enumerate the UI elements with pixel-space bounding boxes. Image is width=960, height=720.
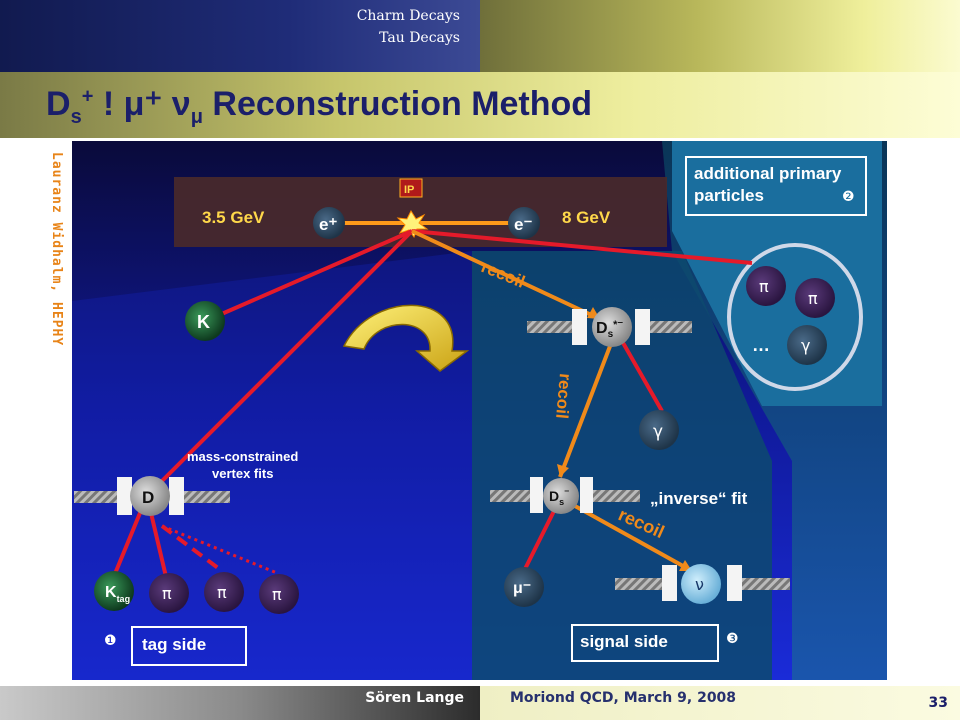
ds-star-plate-left (572, 309, 587, 345)
positron-ball (313, 207, 345, 239)
signal-num-badge: ❸ (726, 631, 739, 647)
ktag-ball (94, 571, 134, 611)
neutrino-label: ν (695, 575, 704, 594)
ds-star-ball (592, 307, 632, 347)
more-particles-dots: … (752, 335, 770, 355)
ip-label: IP (404, 184, 414, 196)
recoil-track-1 (411, 229, 601, 321)
nu-plate-left (662, 565, 677, 601)
tag-pion-3-label: π (272, 585, 282, 604)
section-nav: Charm Decays Tau Decays (357, 5, 460, 49)
additional-label-1: additional primary (694, 164, 842, 183)
track-kaon (216, 229, 413, 318)
conference-name: Moriond QCD, March 9, 2008 (510, 690, 737, 706)
mass-fit-label-1: mass-constrained (187, 449, 298, 464)
beam-energy-left: 3.5 GeV (202, 208, 265, 227)
beam-energy-right: 8 GeV (562, 208, 611, 227)
ds-label: Ds⁻ (549, 488, 569, 507)
ds-star-rod-left (527, 321, 577, 333)
primary-pion-2 (795, 278, 835, 318)
gamma-ball (639, 410, 679, 450)
additional-box (685, 156, 867, 216)
presenter-name: Sören Lange (365, 690, 464, 706)
nu-rod-left (615, 578, 665, 590)
d-ball (130, 476, 170, 516)
ip-box (399, 178, 423, 198)
electron-ball (508, 207, 540, 239)
primary-pion-1-label: π (759, 277, 769, 296)
ds-star-plate-right (635, 309, 650, 345)
d-rod-right (180, 491, 230, 503)
tag-region (72, 251, 472, 680)
signal-side-label: signal side (580, 632, 668, 651)
recoil-arrowhead-2 (557, 464, 569, 477)
tag-pion-2-label: π (217, 583, 227, 602)
nu-rod-right (740, 578, 790, 590)
nu-plate-right (727, 565, 742, 601)
nav-item-tau[interactable]: Tau Decays (379, 30, 460, 46)
page-number: 33 (928, 695, 948, 711)
primary-gamma (787, 325, 827, 365)
recoil-track-2 (558, 340, 614, 478)
inverse-fit-label: „inverse“ fit (650, 489, 748, 508)
signal-side-box (571, 624, 719, 662)
header-left-band (0, 0, 480, 72)
ds-ball (543, 478, 579, 514)
d-plate-left (117, 477, 132, 515)
additional-label-2: particles (694, 186, 764, 205)
track-d (145, 229, 414, 498)
primary-gamma-label: γ (801, 336, 810, 355)
d-plate-right (169, 477, 184, 515)
kaon-ball (185, 301, 225, 341)
electron-label: e⁻ (514, 215, 532, 234)
recoil-label-2: recoil (552, 373, 575, 420)
d-label: D (142, 488, 154, 507)
positron-label: e⁺ (319, 215, 337, 234)
track-pi2 (160, 524, 224, 573)
primary-ellipse (727, 243, 863, 391)
tag-pion-3 (259, 574, 299, 614)
tag-side-box (131, 626, 247, 666)
tag-pion-1-label: π (162, 584, 172, 603)
recoil-track-3 (556, 494, 693, 573)
ds-rod-left (490, 490, 540, 502)
track-gamma (620, 340, 664, 412)
author-vertical-label: Lauranz Widhalm, HEPHY (49, 152, 64, 347)
track-mu (522, 510, 556, 572)
muon-ball (504, 567, 544, 607)
mass-fit-label-2: vertex fits (212, 466, 273, 481)
gamma-label: γ (653, 422, 663, 442)
kaon-label: K (197, 312, 210, 332)
reconstruction-diagram: IP 3.5 GeV 8 GeV e⁺ e⁻ additional primar… (72, 141, 887, 680)
ds-plate-left (530, 477, 543, 513)
slide-title: Ds+ ! μ⁺ νμ Reconstruction Method (46, 85, 593, 128)
primary-pion-2-label: π (808, 289, 818, 308)
neutrino-ball (681, 564, 721, 604)
title-bar (0, 72, 960, 138)
header-right-band (480, 0, 960, 72)
footer-left-band (0, 686, 480, 720)
ds-plate-right (580, 477, 593, 513)
curved-arrow-icon (342, 304, 470, 372)
ds-star-label: Ds*⁻ (596, 319, 623, 340)
ds-rod-right (590, 490, 640, 502)
ktag-label: Ktag (105, 584, 130, 604)
additional-num-badge: ❷ (842, 189, 855, 205)
tag-side-label: tag side (142, 635, 206, 654)
tag-num-badge: ❶ (104, 633, 117, 649)
d-rod-left (74, 491, 124, 503)
tag-pion-1 (149, 573, 189, 613)
collision-star-icon (396, 209, 429, 239)
tag-pion-2 (204, 572, 244, 612)
ds-star-rod-right (642, 321, 692, 333)
nav-item-charm[interactable]: Charm Decays (356, 8, 460, 24)
muon-label: μ⁻ (513, 580, 531, 597)
primary-pion-1 (746, 266, 786, 306)
footer-right-band (480, 686, 960, 720)
track-primary (411, 229, 753, 265)
